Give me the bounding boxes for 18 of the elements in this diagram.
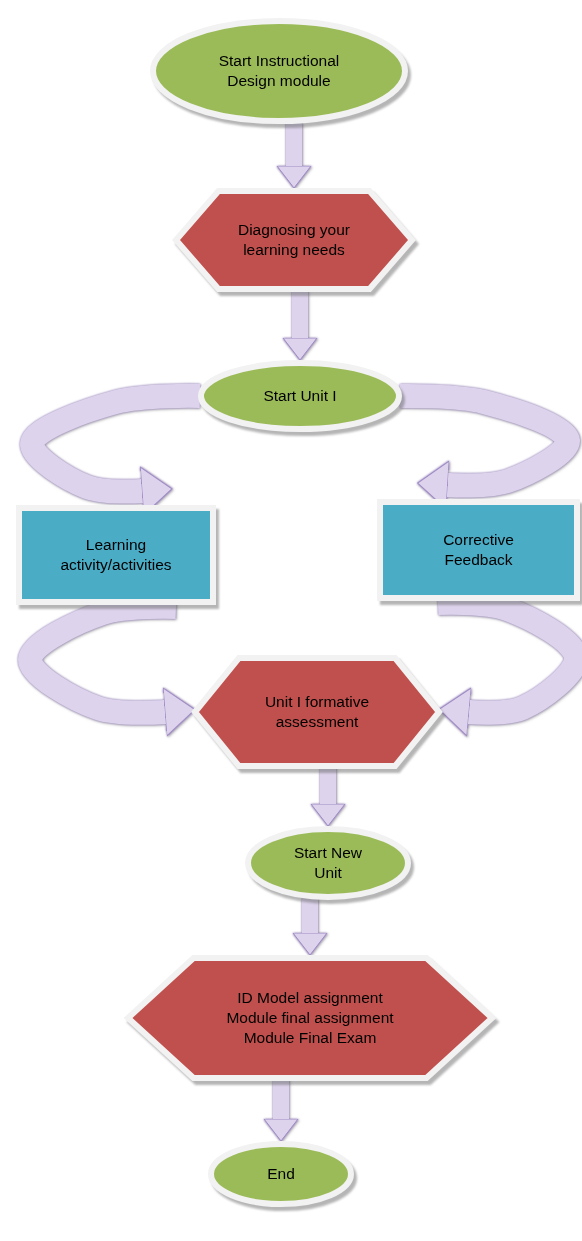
terminal-ellipse [245,826,411,900]
block-arrow [292,898,328,956]
node-label: Start Instructional Design module [217,50,341,91]
terminal-ellipse [198,360,402,432]
node-label: End [267,1163,295,1184]
block-arrow [282,290,318,361]
terminal-ellipse [150,18,408,124]
block-arrow [276,122,312,189]
terminal-ellipse [208,1141,354,1207]
node-label: Learning activity/activities [59,534,173,575]
activity-box [377,499,580,601]
activity-box [16,505,216,605]
node-label: Start Unit I [263,385,337,406]
block-arrow [263,1079,299,1142]
block-arrow [310,767,346,827]
node-label: Corrective Feedback [442,529,515,570]
node-label: Unit I formative assessment [263,691,371,732]
node-label: Start New Unit [292,842,364,883]
